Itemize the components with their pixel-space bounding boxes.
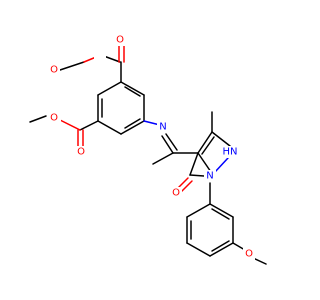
atom-labels: O O O O N HN N O O <box>48 34 255 260</box>
molecule-structure-diagram: O O O O N HN N O O <box>29 34 267 265</box>
bond <box>186 203 211 218</box>
bond <box>152 152 174 165</box>
bond <box>59 61 85 71</box>
bond <box>124 86 141 97</box>
bond <box>214 157 229 173</box>
bond <box>189 152 199 176</box>
oxygen-label: O <box>116 35 124 46</box>
bond <box>209 203 234 218</box>
oxygen-label: O <box>50 113 58 124</box>
bond <box>97 120 122 135</box>
bond <box>59 119 81 131</box>
oxygen-label: O <box>245 249 253 260</box>
bond <box>124 118 141 129</box>
bond <box>161 135 174 154</box>
nitrogen-label: N <box>159 122 166 133</box>
bond <box>201 136 215 155</box>
bond <box>120 120 145 135</box>
bond <box>120 81 145 96</box>
bond <box>197 152 212 173</box>
bond <box>252 257 267 265</box>
bond <box>197 131 213 154</box>
oxygen-label: O <box>172 188 180 199</box>
oxygen-label: O <box>77 147 85 158</box>
bond <box>211 240 230 252</box>
nitrogen-label: N <box>206 171 213 182</box>
bond <box>165 133 178 151</box>
bond <box>209 242 234 257</box>
nitrogen-label: HN <box>223 147 238 158</box>
bond <box>186 242 211 257</box>
bond <box>211 208 230 220</box>
bond <box>79 120 99 131</box>
bond <box>29 115 47 123</box>
oxygen-label: O <box>50 65 58 76</box>
bond <box>211 131 231 147</box>
bond <box>97 81 122 96</box>
bond <box>189 174 205 177</box>
bonds <box>29 44 267 265</box>
